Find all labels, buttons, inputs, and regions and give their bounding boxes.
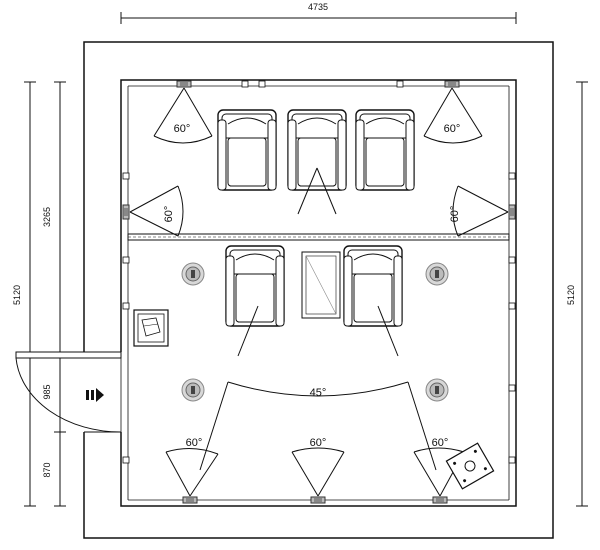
wall-speaker-top-left (176, 80, 192, 88)
entry-door (15, 351, 122, 433)
angle-label-top-left: 60° (174, 123, 191, 135)
sightline-back (237, 305, 399, 357)
subwoofer-icon (445, 442, 495, 490)
angle-fan-top-left: 60° (153, 87, 213, 144)
wall-speaker-top-right (444, 80, 460, 88)
dimension-right-total: 5120 (566, 81, 588, 507)
entry-arrow-icon (86, 388, 104, 402)
angle-label-side-right: 60° (449, 206, 461, 223)
angle-label-bottom-left: 60° (186, 437, 203, 449)
recliner-seat-icon (217, 109, 277, 191)
ceiling-speaker-icon (425, 262, 449, 286)
angle-fan-side-left: 60° (129, 185, 184, 237)
angle-label-bottom-center: 60° (310, 437, 327, 449)
room-walls (83, 41, 554, 539)
wall-speaker-bottom-right (432, 496, 448, 504)
dimension-left-total: 5120 (12, 81, 36, 507)
dimension-left-door-label: 985 (42, 384, 52, 399)
angle-label-center: 45° (310, 387, 327, 399)
angle-label-top-right: 60° (444, 123, 461, 135)
dimension-top: 4735 (120, 2, 517, 24)
side-table (301, 251, 341, 319)
recliner-seat-icon (355, 109, 415, 191)
angle-arc-center: 45° (199, 381, 437, 471)
dimension-right-total-label: 5120 (566, 285, 576, 305)
dimension-left-segments: 3265 985 870 (42, 81, 66, 507)
angle-label-bottom-right: 60° (432, 437, 449, 449)
equipment-rack-icon (133, 309, 169, 347)
ceiling-speaker-icon (425, 378, 449, 402)
wall-speaker-side-left (122, 204, 130, 220)
dimension-top-label: 4735 (308, 2, 328, 12)
angle-fan-bottom-left: 60° (165, 437, 219, 497)
recliner-seat-icon (343, 245, 403, 327)
angle-fan-top-right: 60° (423, 87, 483, 144)
ceiling-speaker-icon (181, 378, 205, 402)
ceiling-speaker-icon (181, 262, 205, 286)
wall-speaker-bottom-left (182, 496, 198, 504)
wall-speaker-side-right (508, 204, 516, 220)
riser-edge (127, 233, 510, 241)
angle-fan-side-right: 60° (449, 185, 509, 237)
recliner-seat-icon (287, 109, 347, 191)
sightline-front (297, 167, 337, 215)
dimension-left-total-label: 5120 (12, 285, 22, 305)
wall-speaker-bottom-center (310, 496, 326, 504)
angle-label-side-left: 60° (163, 206, 175, 223)
dimension-left-upper-label: 3265 (42, 207, 52, 227)
dimension-left-lower-label: 870 (42, 462, 52, 477)
angle-fan-bottom-center: 60° (291, 437, 345, 497)
